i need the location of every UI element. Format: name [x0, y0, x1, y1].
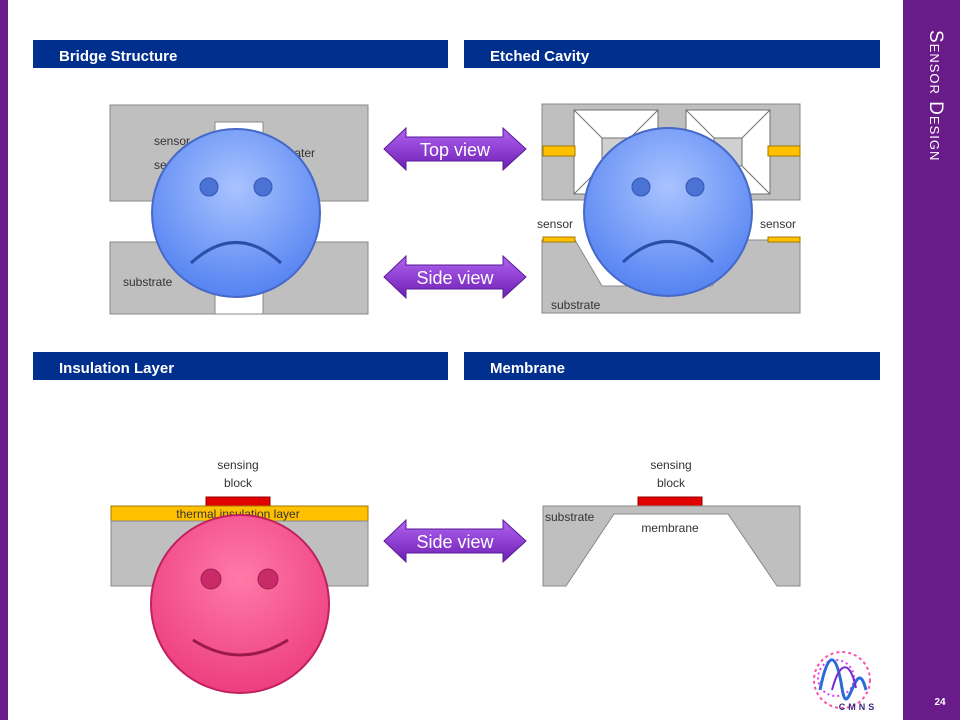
- sad-face-icon: [583, 127, 753, 297]
- side-view-label-2: Side view: [416, 532, 494, 552]
- header-membrane: Membrane: [464, 352, 880, 380]
- bridge-label-sensor-1: sensor: [154, 134, 190, 148]
- membrane-label-substrate: substrate: [545, 510, 595, 524]
- etched-label-sensor-1: sensor: [537, 217, 573, 231]
- slide-title: Sensor Design: [925, 30, 946, 162]
- etched-sensor-strip-right: [767, 145, 801, 157]
- membrane-substrate: [542, 505, 801, 587]
- double-arrow-icon: Top view: [383, 126, 527, 172]
- header-insulation-layer: Insulation Layer: [33, 352, 448, 380]
- right-title-bar: [903, 0, 960, 720]
- side-view-label-1: Side view: [416, 268, 494, 288]
- sad-face-icon: [151, 128, 321, 298]
- insulation-label-thermal: thermal insulation layer: [176, 507, 299, 521]
- insulation-label-sensing: sensing: [217, 458, 258, 472]
- header-etched-cavity: Etched Cavity: [464, 40, 880, 68]
- header-bridge-structure: Bridge Structure: [33, 40, 448, 68]
- left-accent-bar: [0, 0, 8, 720]
- bridge-label-substrate: substrate: [123, 275, 173, 289]
- happy-face-icon: [150, 514, 330, 694]
- membrane-label-sensing: sensing: [650, 458, 691, 472]
- double-arrow-icon: Side view: [383, 254, 527, 300]
- etched-cavity-diagram: sensor sensor substrate: [537, 103, 801, 314]
- etched-label-sensor-2: sensor: [760, 217, 796, 231]
- membrane-diagram: sensing block substrate membrane: [542, 458, 801, 587]
- insulation-sensing-block: [205, 496, 271, 507]
- membrane-label-membrane: membrane: [641, 521, 699, 535]
- insulation-layer-diagram: sensing block thermal insulation layer: [110, 458, 369, 694]
- double-arrow-icon: Side view: [383, 518, 527, 564]
- etched-label-substrate: substrate: [551, 298, 601, 312]
- page-number: 24: [934, 697, 946, 708]
- membrane-label-block: block: [657, 476, 686, 490]
- insulation-label-block: block: [224, 476, 253, 490]
- top-view-label: Top view: [420, 140, 491, 160]
- cmns-logo-icon: CMNS: [813, 651, 878, 712]
- bridge-structure-diagram: sensor sensor heater substrate: [109, 104, 369, 315]
- etched-sensor-strip-left: [542, 145, 576, 157]
- logo-text: CMNS: [839, 702, 878, 712]
- membrane-sensing-block: [637, 496, 703, 507]
